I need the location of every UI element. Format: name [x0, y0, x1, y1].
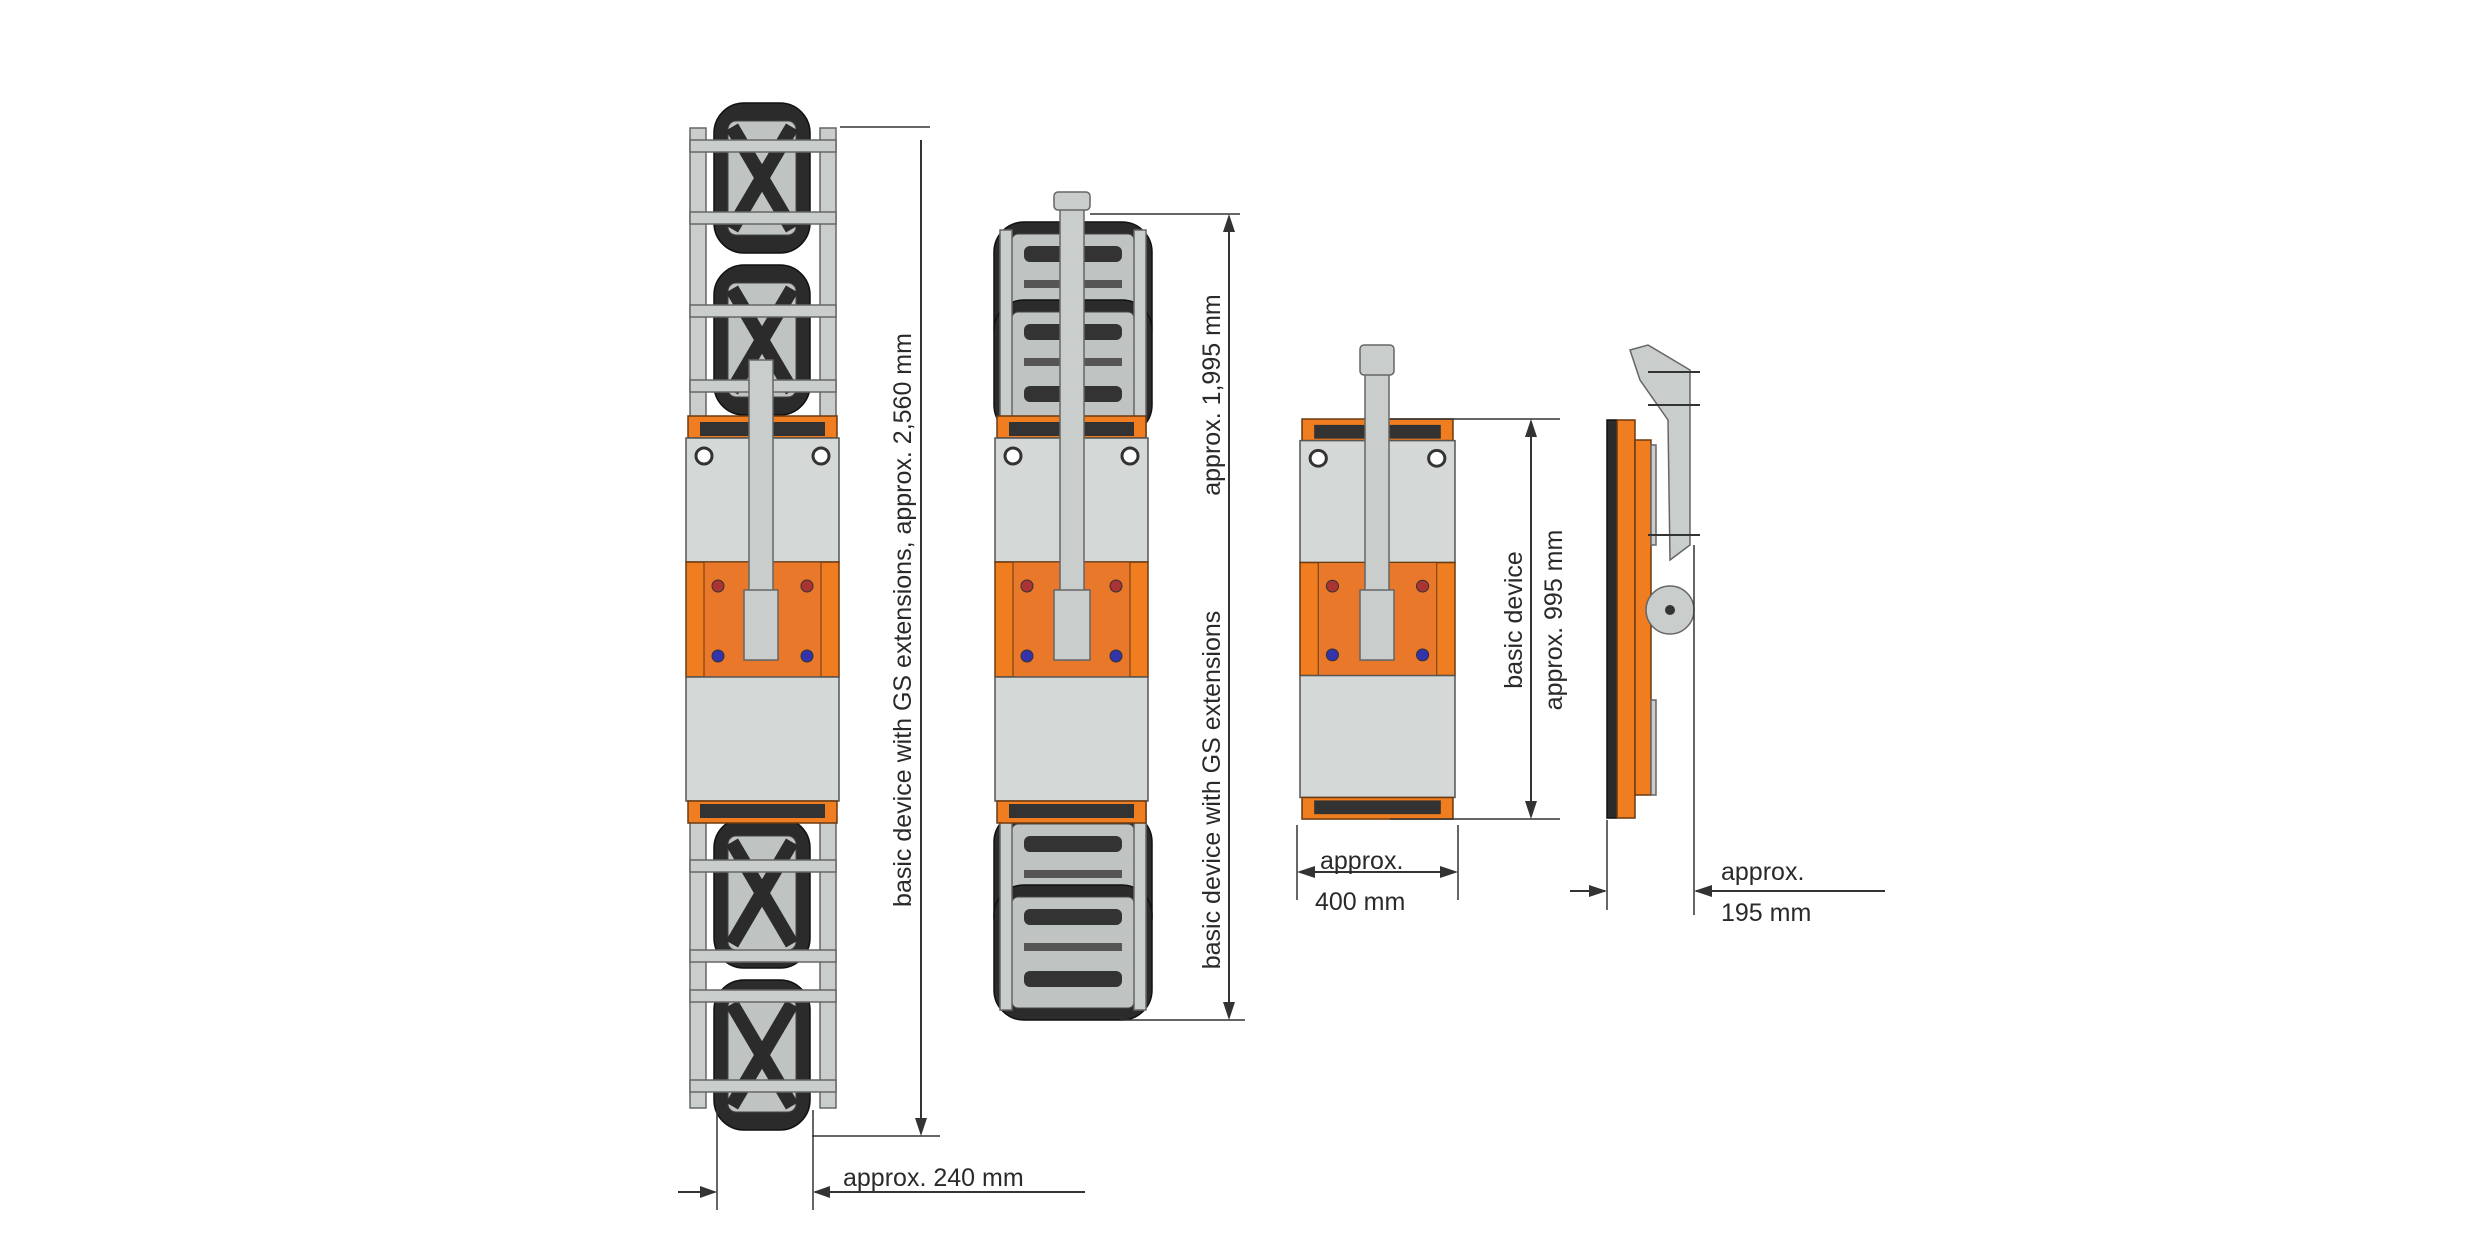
lifting-arm-side	[1629, 344, 1691, 562]
basic-front-view	[1298, 344, 1457, 821]
depth-dimension-195: approx. 195 mm	[1570, 545, 1885, 927]
width-label-240: approx. 240 mm	[843, 1164, 1024, 1192]
extended-long-view	[684, 103, 841, 1130]
height-label-2560: basic device with GS extensions, approx.…	[889, 333, 917, 907]
width-label-400-line1: approx.	[1320, 847, 1403, 875]
height-dimension-2560: basic device with GS extensions, approx.…	[812, 126, 940, 1137]
width-label-400-line2: 400 mm	[1315, 888, 1405, 916]
basic-side-view	[1606, 344, 1700, 819]
suction-pad	[993, 884, 1153, 1021]
height-label-995-line2: approx. 995 mm	[1540, 530, 1568, 711]
width-dimension-400: approx. 400 mm	[1296, 825, 1459, 916]
height-dimension-995: basic device approx. 995 mm	[1390, 418, 1568, 820]
orange-plate	[1616, 419, 1636, 819]
height-label-1995-line1: basic device with GS extensions	[1198, 611, 1226, 970]
depth-label-195-line1: approx.	[1721, 858, 1804, 886]
height-label-995-line1: basic device	[1500, 551, 1528, 689]
suction-pad	[714, 103, 810, 253]
height-dimension-1995: basic device with GS extensions approx. …	[1090, 213, 1245, 1021]
lifting-arm	[1059, 204, 1085, 661]
extended-short-view	[993, 191, 1153, 1021]
suction-pads-side	[1606, 419, 1618, 819]
height-label-1995-line2: approx. 1,995 mm	[1198, 294, 1226, 496]
depth-label-195-line2: 195 mm	[1721, 899, 1811, 927]
suction-pad	[714, 818, 810, 968]
width-dimension-240: approx. 240 mm	[678, 1110, 1085, 1210]
